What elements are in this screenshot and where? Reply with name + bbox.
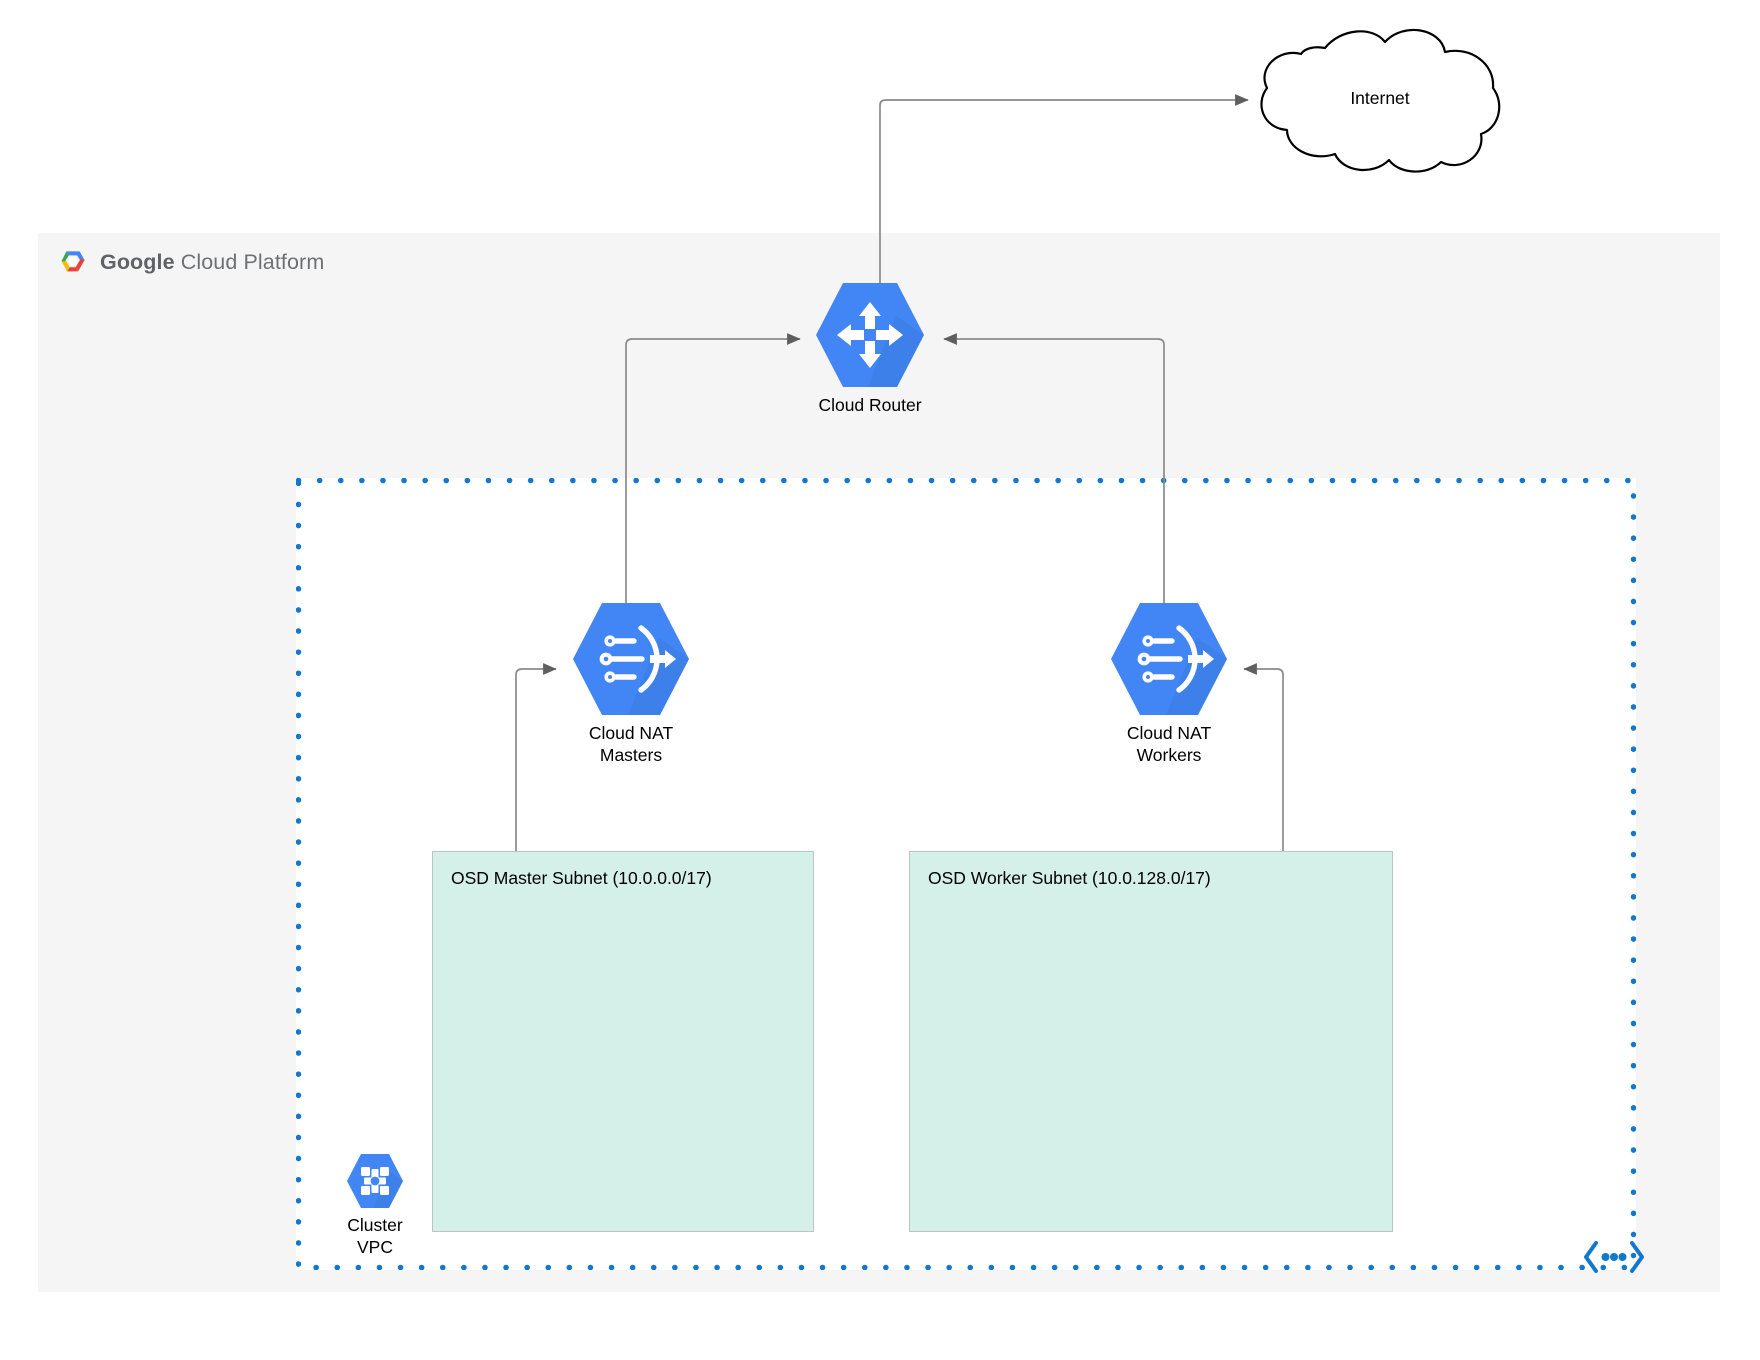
cloud-nat-workers-node[interactable]: Cloud NAT Workers: [1104, 600, 1234, 766]
connector-worker-subnet-to-nat: [1243, 663, 1284, 851]
cluster-vpc-node[interactable]: Cluster VPC: [330, 1152, 420, 1258]
cloud-nat-icon: [1111, 603, 1227, 715]
gcp-brand-bold: Google: [100, 249, 175, 274]
cloud-router-label: Cloud Router: [818, 395, 922, 415]
gcp-brand: Google Cloud Platform: [56, 245, 324, 279]
cloud-router-icon: [816, 283, 924, 387]
cluster-vpc-label: Cluster VPC: [347, 1215, 403, 1257]
gcp-brand-text: Google Cloud Platform: [100, 250, 324, 275]
connector-router-to-internet: [879, 94, 1249, 330]
connector-nat-masters-to-router: [625, 333, 801, 660]
cloud-nat-masters-label: Cloud NAT Masters: [588, 723, 674, 765]
connector-master-subnet-to-nat: [515, 663, 557, 851]
vpc-network-icon: [347, 1154, 403, 1208]
osd-master-subnet-label: OSD Master Subnet (10.0.0.0/17): [451, 868, 712, 888]
connector-nat-workers-to-router: [943, 333, 1165, 660]
internet-label: Internet: [1350, 88, 1410, 108]
osd-worker-subnet-label: OSD Worker Subnet (10.0.128.0/17): [928, 868, 1211, 888]
cloud-nat-workers-label: Cloud NAT Workers: [1126, 723, 1212, 765]
network-chevron-icon: [1584, 1241, 1644, 1273]
google-cloud-platform-hexagon-icon: [61, 251, 85, 272]
cloud-router-node[interactable]: Cloud Router: [810, 280, 930, 416]
vpc-dotted-boundary: [296, 478, 1636, 1270]
cloud-nat-icon: [573, 603, 689, 715]
internet-cloud-icon: [1260, 28, 1501, 173]
gcp-brand-light: Cloud Platform: [180, 249, 325, 274]
osd-master-subnet-box: OSD Master Subnet (10.0.0.0/17): [432, 851, 814, 1232]
cloud-nat-masters-node[interactable]: Cloud NAT Masters: [566, 600, 696, 766]
osd-worker-subnet-box: OSD Worker Subnet (10.0.128.0/17): [909, 851, 1393, 1232]
